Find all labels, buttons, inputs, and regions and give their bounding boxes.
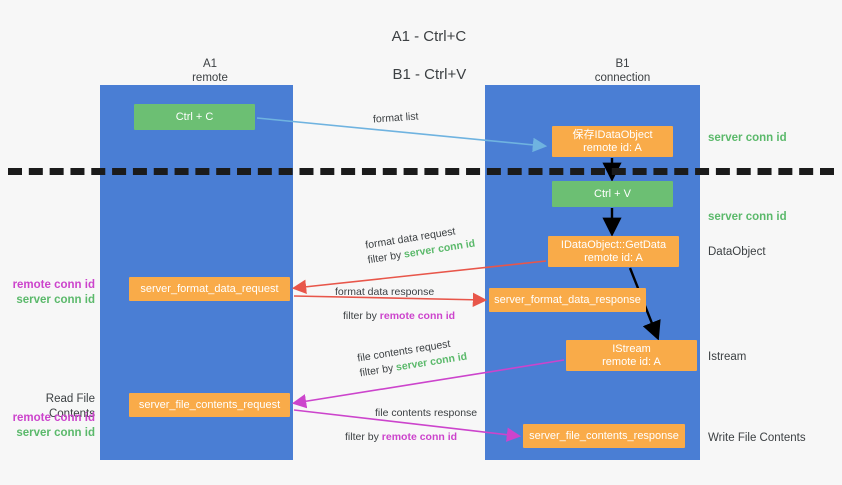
node-istream-label: IStream: [612, 342, 651, 355]
title-line-1: A1 - Ctrl+C: [391, 28, 467, 45]
node-ctrl-c[interactable]: Ctrl + C: [134, 104, 255, 130]
annotation-file-contents-response: file contents response filter by remote …: [345, 406, 477, 445]
label-server-conn-id-mid: server conn id: [708, 211, 787, 223]
label-write-file-contents: Write File Contents: [708, 432, 806, 444]
node-ctrl-c-label: Ctrl + C: [175, 110, 214, 123]
node-idataobject[interactable]: 保存IDataObject remote id: A: [552, 126, 673, 157]
label-server-conn-id-lower: server conn id: [16, 427, 95, 439]
annotation-file-contents-request: file contents request filter by server c…: [356, 335, 468, 382]
node-istream-sublabel: remote id: A: [602, 355, 661, 368]
label-conn-ids-upper: remote conn id server conn id: [8, 278, 95, 308]
node-ctrl-v-label: Ctrl + V: [594, 187, 631, 200]
annotation-format-list: format list: [373, 109, 419, 127]
lane-header-left: A1 remote: [130, 57, 290, 85]
label-server-conn-id-top: server conn id: [708, 132, 787, 144]
node-idataobject-label: 保存IDataObject: [572, 128, 653, 141]
lane-header-right: B1 connection: [515, 57, 730, 85]
label-istream: Istream: [708, 351, 747, 363]
lane-right-role: connection: [594, 72, 651, 84]
lane-left-name: A1: [202, 58, 218, 70]
node-getdata-label: IDataObject::GetData: [560, 238, 667, 251]
node-server-file-contents-response[interactable]: server_file_contents_response: [523, 424, 685, 448]
annotation-format-data-response-filter-prefix: filter by: [343, 310, 380, 322]
annotation-format-data-response: format data response filter by remote co…: [335, 285, 455, 324]
annotation-file-contents-response-filter-prefix: filter by: [345, 431, 382, 443]
node-getdata-sublabel: remote id: A: [584, 251, 643, 264]
label-remote-conn-id-lower: remote conn id: [12, 412, 95, 424]
label-conn-ids-lower: remote conn id server conn id: [8, 411, 95, 441]
title-line-2: B1 - Ctrl+V: [392, 66, 467, 83]
node-file-contents-request-label: server_file_contents_request: [138, 398, 281, 411]
node-server-file-contents-request[interactable]: server_file_contents_request: [129, 393, 290, 417]
annotation-format-list-text: format list: [372, 110, 419, 126]
annotation-format-data-response-filter-id: remote conn id: [379, 310, 456, 322]
annotation-file-contents-response-filter-id: remote conn id: [381, 431, 458, 443]
label-remote-conn-id-upper: remote conn id: [12, 279, 95, 291]
annotation-format-data-response-text: format data response: [335, 286, 435, 298]
node-server-format-data-request[interactable]: server_format_data_request: [129, 277, 290, 301]
node-server-format-data-response[interactable]: server_format_data_response: [489, 288, 646, 312]
label-server-conn-id-upper: server conn id: [16, 294, 95, 306]
node-ctrl-v[interactable]: Ctrl + V: [552, 181, 673, 207]
label-dataobject: DataObject: [708, 246, 766, 258]
node-format-data-request-label: server_format_data_request: [140, 282, 279, 295]
label-read-file-contents: Read File Contents: [45, 393, 95, 420]
annotation-format-data-request: format data request filter by server con…: [364, 222, 476, 269]
node-idataobject-sublabel: remote id: A: [583, 141, 642, 154]
lane-right-name: B1: [615, 58, 630, 70]
node-istream[interactable]: IStream remote id: A: [566, 340, 697, 371]
node-idataobject-getdata[interactable]: IDataObject::GetData remote id: A: [548, 236, 679, 267]
phase-divider: [8, 168, 834, 175]
node-format-data-response-label: server_format_data_response: [494, 293, 641, 306]
annotation-file-contents-response-text: file contents response: [375, 407, 478, 419]
lane-left-role: remote: [192, 72, 228, 84]
page-title: A1 - Ctrl+C B1 - Ctrl+V: [0, 8, 842, 103]
node-file-contents-response-label: server_file_contents_response: [529, 429, 679, 442]
